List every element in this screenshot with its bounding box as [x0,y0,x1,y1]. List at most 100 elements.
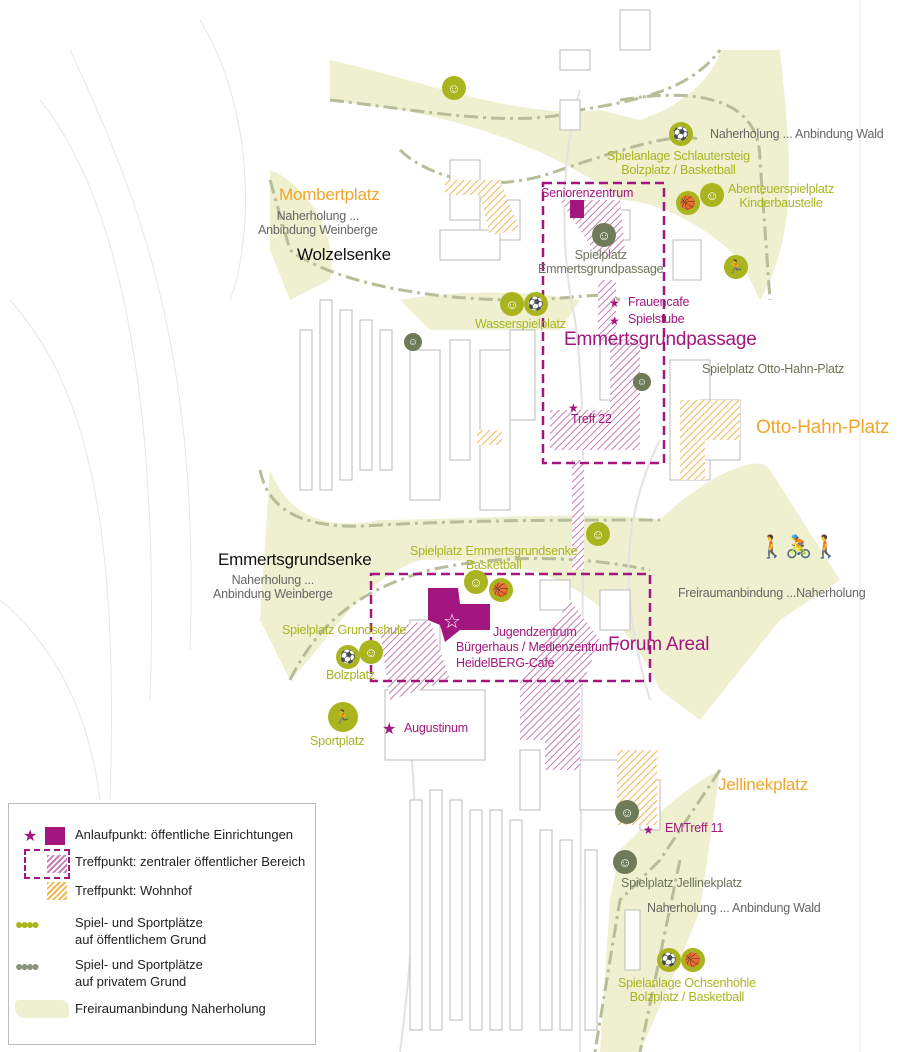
football-icon: ⚽ [336,645,360,669]
label-heidelberg-cafe: HeidelBERG-Cafe [456,656,555,670]
label-forum-areal: Forum Areal [608,634,710,655]
cyclists-walkers-icon: 🚶🚴🚶 [758,534,840,559]
svg-text:★: ★ [382,719,396,738]
running-icon: 🏃 [328,702,358,732]
text: Naherholung ... [276,209,360,223]
buildings [299,9,741,1031]
label-freiraum: Freiraumanbindung ...Naherholung [678,586,866,600]
basketball-icon: 🏀 [676,191,700,215]
label-jellinekplatz: Jellinekplatz [718,775,809,794]
label-wolzelsenke: Wolzelsenke [297,245,391,264]
playground-private-icon: ☺ [613,850,637,874]
label-augustinum: Augustinum [404,721,469,735]
playground-private-icon: ☺ [404,333,422,351]
playground-private-icon: ☺ [615,800,639,824]
label-spielplatz-otto: Spielplatz Otto-Hahn-Platz [702,362,845,376]
text: Spielanlage Ochsenhöhle [618,976,756,990]
legend-row: ●●●● Spiel- und Sportplätze auf privatem … [9,956,203,990]
green-area-icon [9,1000,75,1022]
text: Spielplatz Emmertsgrundsenke [410,544,578,558]
playground-icon: ☺ [464,570,488,594]
svg-text:★: ★ [609,296,620,310]
playground-icon: ☺ [359,640,383,664]
star-and-square-icon: ★ [9,826,75,848]
legend-label: Spiel- und Sportplätze auf privatem Grund [75,956,203,990]
text: Spielanlage Schlautersteig [607,149,750,163]
dashed-box-hatch-icon [9,849,75,883]
svg-text:☆: ☆ [489,608,502,624]
green-play-icons: ●●●● [15,916,40,932]
label-wasserspielplatz: Wasserspielplatz [475,317,566,331]
playground-icon: ☺ [700,183,724,207]
legend-label: Anlaufpunkt: öffentliche Einrichtungen [75,827,294,842]
grey-play-icons: ●●●● [15,958,40,974]
public-facility [428,200,584,642]
label-otto-hahn-platz: Otto-Hahn-Platz [756,417,890,438]
label-bolzplatz: Bolzplatz [326,668,375,682]
facility-stars: ★ ★ ★ ★ ★ ☆ ☆ [382,296,654,837]
playground-icon: ☺ [500,292,524,316]
basketball-icon: 🏀 [681,948,705,972]
label-emtreff: EMTreff 11 [665,821,724,835]
label-grundschule: Spielplatz Grundschule [282,623,407,637]
label-spielstube: Spielstube [628,312,685,326]
legend-label: Treffpunkt: Wohnhof [75,883,192,898]
football-icon: ⚽ [669,122,693,146]
svg-text:★: ★ [568,401,579,415]
playground-icon: ☺ [586,522,610,546]
basketball-icon: 🏀 [489,578,513,602]
label-frauencafe: Frauencafe [628,295,690,309]
label-seniorenzentrum: Seniorenzentrum [541,186,634,200]
legend-row: Treffpunkt: Wohnhof [9,882,192,904]
legend-label: Spiel- und Sportplätze auf öffentlichem G… [75,914,206,948]
label-emmertsgrundsenke: Emmertsgrundsenke [218,550,372,569]
text: Anbindung Weinberge [213,587,333,602]
text: Basketball [465,558,522,573]
green-areas [260,50,840,1052]
text: Emmertsgrundpassage [538,262,664,277]
svg-text:☆: ☆ [443,609,461,633]
legend-row: ★ Anlaufpunkt: öffentliche Einrichtungen [9,826,293,848]
label-spielplatz-jellinek: Spielplatz Jellinekplatz [621,876,742,890]
legend-label: Freiraumanbindung Naherholung [75,1001,266,1016]
terrain-lines [0,0,861,1052]
label-mombertplatz: Mombertplatz [279,185,380,204]
legend-row: ●●●● Spiel- und Sportplätze auf öffentlic… [9,914,206,948]
label-senke-sub: Naherholung ...Anbindung Weinberge [213,573,333,602]
legend-label: Treffpunkt: zentraler öffentlicher Berei… [75,854,306,869]
running-icon: 🏃 [724,255,748,279]
label-sportplatz: Sportplatz [310,734,365,748]
central-public-area-boundary [369,181,666,683]
svg-text:★: ★ [643,823,654,837]
text: Spielplatz [574,248,627,262]
text: Naherholung ... [231,573,315,587]
football-icon: ⚽ [524,292,548,316]
text: Spiel- und Sportplätze [75,915,203,930]
text: Bolzplatz / Basketball [621,163,736,178]
legend-row: Freiraumanbindung Naherholung [9,1000,266,1022]
text: Spiel- und Sportplätze [75,957,203,972]
legend: ★ Anlaufpunkt: öffentliche Einrichtungen… [8,803,316,1045]
text: Abenteuerspielplatz [728,182,834,196]
label-wald-north: Naherholung ... Anbindung Wald [710,127,884,141]
label-buergerhaus: Bürgerhaus / Medienzentrum / [456,640,619,654]
text: auf privatem Grund [75,974,187,989]
text: Anbindung Weinberge [258,223,378,238]
label-mombert-sub: Naherholung ...Anbindung Weinberge [258,209,378,238]
legend-row: Treffpunkt: zentraler öffentlicher Berei… [9,849,306,883]
orange-hatch-icon [9,882,75,904]
playground-private-icon: ☺ [592,223,616,247]
svg-text:★: ★ [609,314,620,328]
label-wald-south: Naherholung ... Anbindung Wald [647,901,821,915]
text: Kinderbaustelle [739,196,823,211]
text: auf öffentlichem Grund [75,932,207,947]
label-jugendzentrum: Jugendzentrum [493,625,577,639]
playground-icon: ☺ [442,76,466,100]
football-icon: ⚽ [657,948,681,972]
label-emmertsgrundpassage: Emmertsgrundpassage [564,329,757,350]
